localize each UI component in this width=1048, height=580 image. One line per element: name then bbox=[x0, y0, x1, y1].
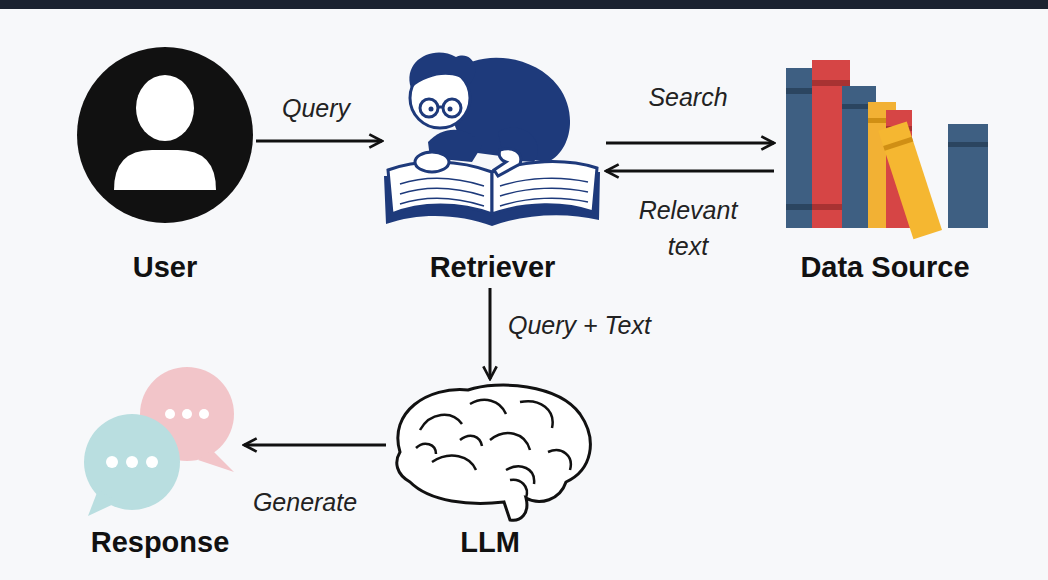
reader-glasses bbox=[438, 106, 443, 109]
bubble-dot bbox=[126, 456, 138, 468]
chat-bubbles bbox=[84, 367, 234, 516]
user-icon bbox=[77, 47, 253, 223]
book bbox=[948, 124, 988, 228]
edge-label: Relevant text bbox=[626, 192, 751, 264]
brain-stem bbox=[510, 480, 527, 498]
icon-node: Data Source bbox=[780, 55, 990, 284]
brain-outline bbox=[397, 385, 591, 520]
flow-arrow bbox=[606, 170, 774, 173]
reader-eye bbox=[429, 107, 434, 112]
reader-eye bbox=[448, 107, 453, 112]
page-lines bbox=[400, 179, 484, 206]
bubble-dot bbox=[199, 409, 209, 419]
book bbox=[878, 122, 942, 240]
icon-node: User bbox=[77, 45, 253, 284]
book-band bbox=[948, 142, 988, 147]
edge-label: Generate bbox=[235, 484, 375, 520]
book-band bbox=[883, 137, 913, 151]
bubble-tail bbox=[198, 450, 234, 472]
edge-label: Query bbox=[256, 90, 376, 126]
icon-node: Retriever bbox=[385, 45, 600, 284]
user-disc bbox=[77, 47, 253, 223]
icon-node: Response bbox=[80, 372, 240, 559]
node-label: Retriever bbox=[430, 250, 556, 284]
reader-glasses bbox=[420, 99, 438, 117]
icon-node: LLM bbox=[390, 383, 590, 559]
brain-illustration bbox=[397, 385, 591, 520]
reader-glasses bbox=[443, 99, 461, 117]
edge-label: Query + Text bbox=[508, 307, 708, 343]
node-label: LLM bbox=[460, 525, 520, 559]
user-body bbox=[114, 150, 216, 190]
reader-hand bbox=[415, 152, 449, 172]
bubble-dot bbox=[146, 456, 158, 468]
bubble-dot bbox=[182, 409, 192, 419]
flow-arrow bbox=[489, 288, 492, 379]
node-label: Response bbox=[91, 525, 230, 559]
brain-folds bbox=[416, 400, 571, 484]
node-label: Data Source bbox=[800, 250, 969, 284]
book-band bbox=[812, 80, 850, 86]
books-illustration bbox=[786, 60, 988, 239]
retriever-illustration bbox=[384, 52, 600, 226]
user-head bbox=[136, 75, 194, 141]
bubble-dot bbox=[165, 409, 175, 419]
bubble-tail bbox=[88, 490, 118, 516]
edge-label: Search bbox=[618, 79, 758, 115]
reader-hair bbox=[409, 52, 475, 88]
flow-arrow bbox=[244, 444, 386, 447]
bubble-dot bbox=[106, 456, 118, 468]
flow-arrow bbox=[256, 140, 382, 143]
page-lines bbox=[500, 178, 588, 206]
flow-arrow bbox=[606, 142, 774, 145]
reader-hand bbox=[494, 149, 521, 176]
node-label: User bbox=[133, 250, 198, 284]
top-bar bbox=[0, 0, 1048, 9]
